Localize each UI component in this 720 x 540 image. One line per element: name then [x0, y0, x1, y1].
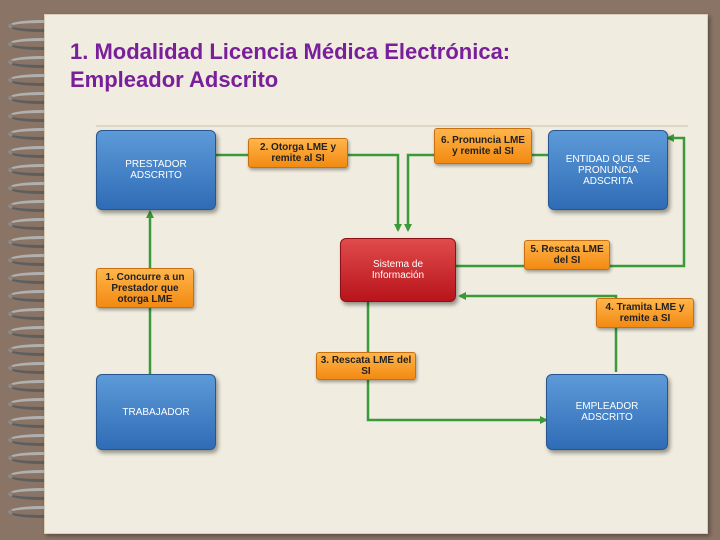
- entidad-box: ENTIDAD QUE SE PRONUNCIA ADSCRITA: [548, 130, 668, 210]
- trabajador-label: TRABAJADOR: [122, 406, 190, 418]
- step-5-label: 5. Rescata LME del SI: [524, 240, 610, 270]
- step-3-text: 3. Rescata LME del SI: [320, 355, 412, 377]
- step-4-label: 4. Tramita LME y remite a SI: [596, 298, 694, 328]
- connector-step-4: [458, 292, 618, 372]
- empleador-label: EMPLEADOR ADSCRITO: [575, 401, 639, 423]
- empleador-adscrito-box: EMPLEADOR ADSCRITO: [546, 374, 668, 450]
- step-2-label: 2. Otorga LME y remite al SI: [248, 138, 348, 168]
- trabajador-box: TRABAJADOR: [96, 374, 216, 450]
- slide-title: 1. Modalidad Licencia Médica Electrónica…: [70, 38, 630, 94]
- prestador-adscrito-box: PRESTADOR ADSCRITO: [96, 130, 216, 210]
- step-6-label: 6. Pronuncia LME y remite al SI: [434, 128, 532, 164]
- step-1-text: 1. Concurre a un Prestador que otorga LM…: [105, 271, 185, 305]
- step-3-label: 3. Rescata LME del SI: [316, 352, 416, 380]
- connector-step-6: [404, 153, 548, 232]
- entidad-label: ENTIDAD QUE SE PRONUNCIA ADSCRITA: [565, 153, 651, 187]
- step-4-text: 4. Tramita LME y remite a SI: [605, 302, 685, 324]
- step-2-text: 2. Otorga LME y remite al SI: [259, 142, 337, 164]
- step-5-text: 5. Rescata LME del SI: [530, 244, 604, 266]
- title-line-2: Empleador Adscrito: [70, 67, 279, 92]
- title-line-1: 1. Modalidad Licencia Médica Electrónica…: [70, 39, 511, 64]
- step-1-label: 1. Concurre a un Prestador que otorga LM…: [96, 268, 194, 308]
- connector-step-3: [366, 300, 548, 424]
- prestador-label: PRESTADOR ADSCRITO: [125, 159, 187, 181]
- sistema-informacion-box: Sistema de Información: [340, 238, 456, 302]
- sistema-label: Sistema de Información: [371, 259, 425, 281]
- step-6-text: 6. Pronuncia LME y remite al SI: [441, 135, 525, 157]
